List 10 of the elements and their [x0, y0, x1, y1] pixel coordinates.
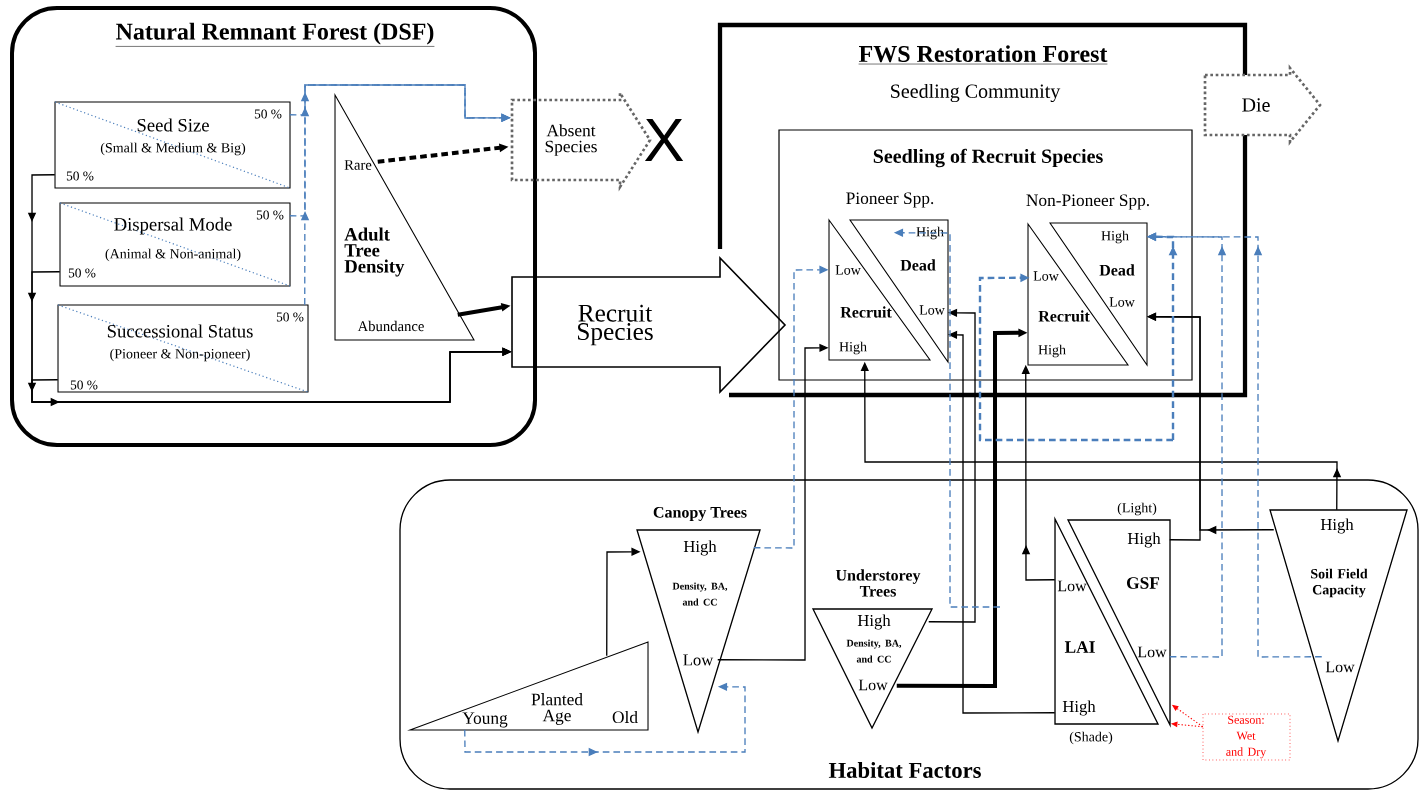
node-label: Canopy Trees	[653, 506, 747, 522]
trait-box: Dispersal Mode (Animal & Non-animal) 50 % 50 %	[59, 202, 291, 287]
trait-box: Successional Status (Pioneer & Non-pioneer) 50 % 50 %	[57, 304, 309, 393]
trait-box: Seed Size (Small & Medium & Big) 50 % 50 %	[54, 101, 291, 189]
node-label: Understorey Trees	[835, 569, 921, 597]
cross-mark: X	[644, 118, 684, 162]
node-label: (Light)	[1117, 502, 1157, 516]
arrow	[978, 273, 1173, 442]
note-box: Season: Wet and Dry	[1202, 713, 1291, 761]
node-label: (Shade)	[1069, 731, 1113, 745]
